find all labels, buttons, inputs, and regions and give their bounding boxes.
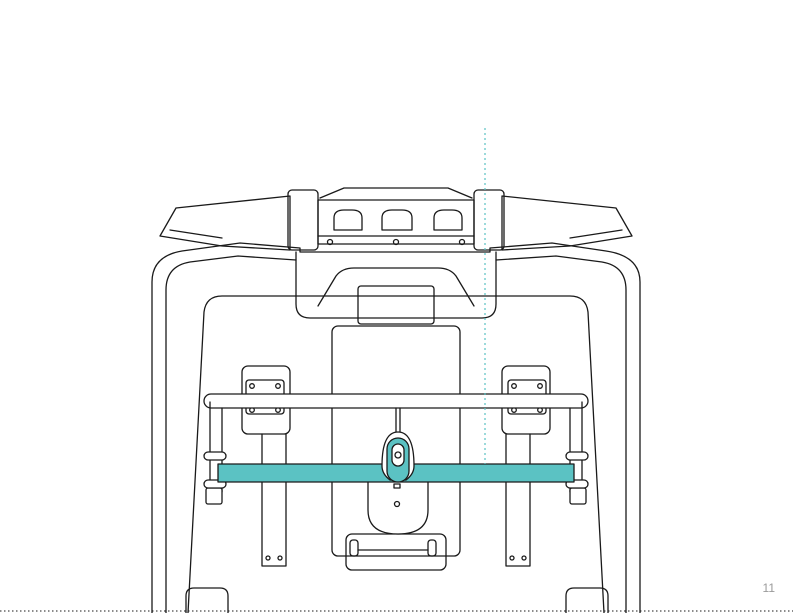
bottom-buckle-slot-right <box>428 540 436 556</box>
anchor-screw-right-2 <box>538 384 543 389</box>
foot-left <box>186 588 228 613</box>
headrest-block-right <box>474 190 504 250</box>
carry-handle-inner <box>318 268 474 306</box>
anchor-strap-right-hole-1 <box>510 556 514 560</box>
carry-handle <box>296 252 496 318</box>
anchor-screw-left-1 <box>250 384 255 389</box>
headrest-vent-3 <box>434 210 462 230</box>
headrest-block-left <box>288 190 318 250</box>
bar-foot-left <box>206 488 222 504</box>
headrest-vent-1 <box>334 210 362 230</box>
upper-bar <box>204 394 588 408</box>
bar-cap-right <box>566 452 588 460</box>
headrest-wing-right <box>502 196 632 250</box>
page-number: 11 <box>763 581 775 595</box>
anchor-strap-left-hole-1 <box>266 556 270 560</box>
anchor-strap-left <box>262 434 286 566</box>
headrest-wing-left <box>160 196 290 250</box>
bottom-buckle-slot-left <box>350 540 358 556</box>
anchor-screw-right-1 <box>512 384 517 389</box>
headrest-wing-right-edge <box>570 230 622 238</box>
crossbar-with-center-clamp <box>218 432 574 482</box>
anchor-strap-right <box>506 434 530 566</box>
anchor-strap-right-hole-2 <box>522 556 526 560</box>
headrest-top <box>320 188 472 198</box>
headrest-body <box>318 200 474 244</box>
headrest-vent-2 <box>382 210 412 230</box>
anchor-strap-left-hole-2 <box>278 556 282 560</box>
foot-right <box>566 588 608 613</box>
headrest-wing-left-edge <box>170 230 222 238</box>
center-clamp-lock-pin <box>395 452 401 458</box>
bar-foot-right <box>570 488 586 504</box>
bar-cap-left <box>204 452 226 460</box>
anchor-screw-left-2 <box>276 384 281 389</box>
